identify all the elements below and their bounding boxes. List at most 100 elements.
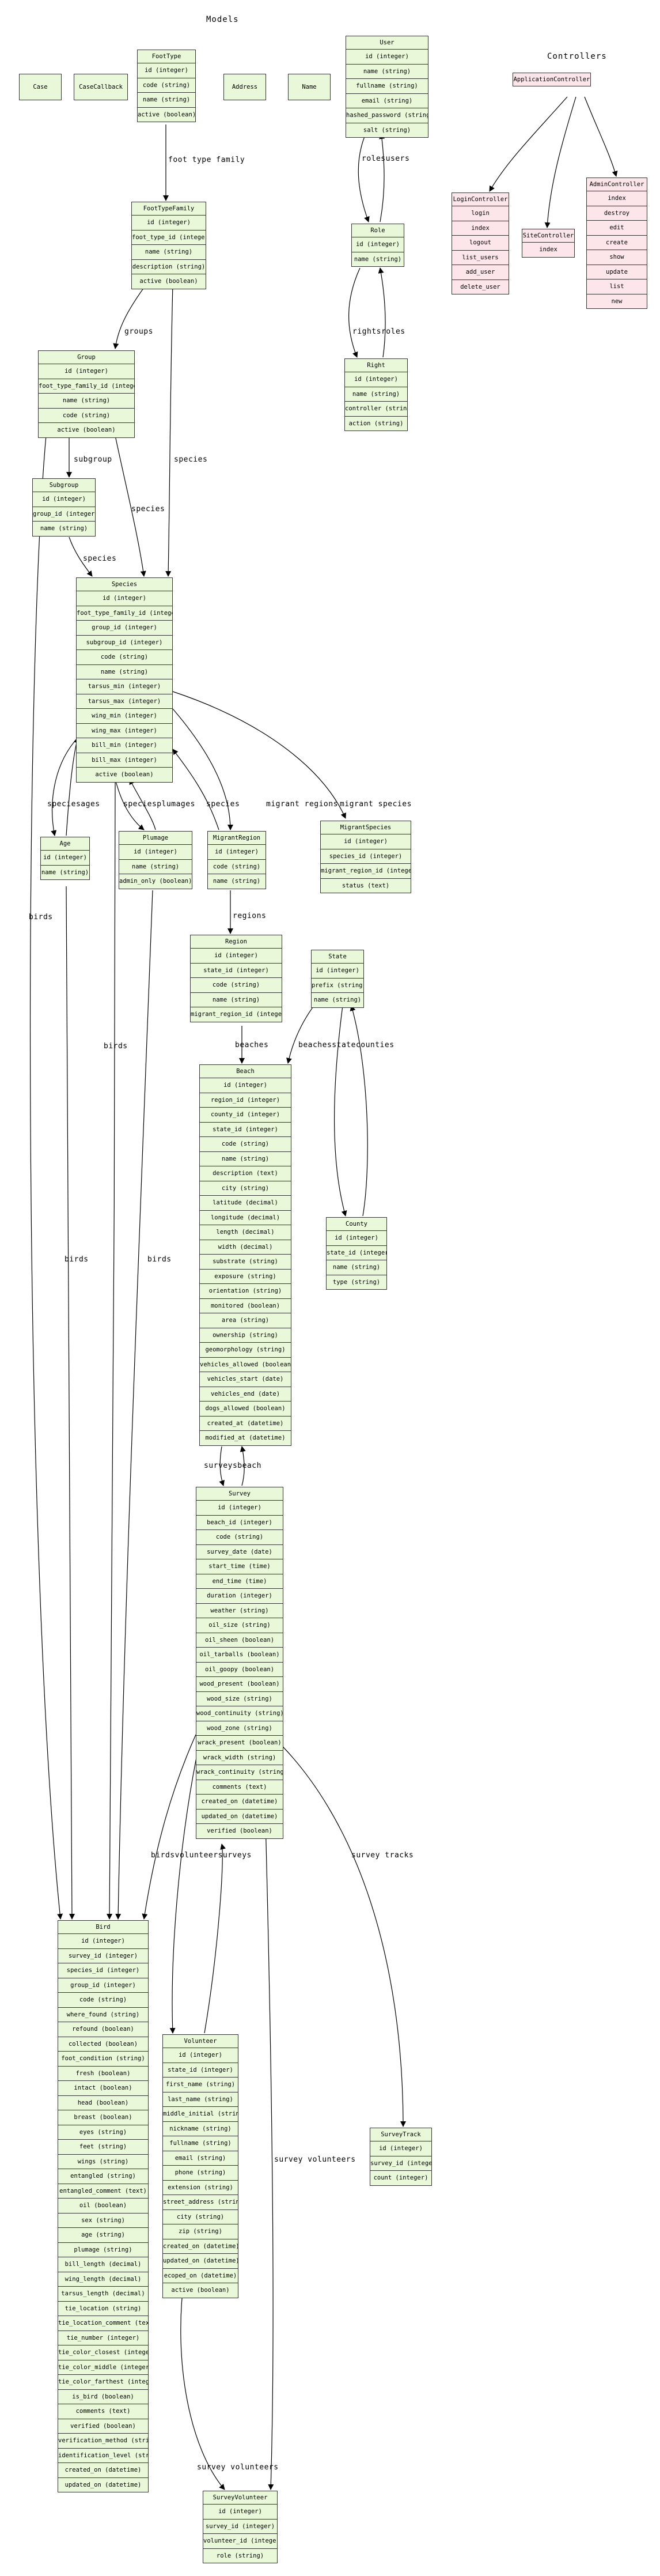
- box-row: status (text): [342, 882, 390, 889]
- edge-volunteer-survey: [204, 1844, 226, 2034]
- box-row: group_id (integer): [33, 507, 95, 522]
- box-row: modified_at (datetime): [205, 1434, 286, 1441]
- box-row: id (integer): [41, 851, 89, 866]
- box-row: destroy: [587, 206, 647, 221]
- edge-label-survey-volunteers-b: survey volunteers: [197, 2463, 279, 2472]
- box-row: migrant_region_id (integer): [191, 1011, 282, 1018]
- box-row: verification_method (string): [58, 2434, 148, 2449]
- box-title: Species: [77, 578, 172, 591]
- edge-label-survey-volunteers-a: survey volunteers: [274, 2155, 356, 2164]
- box-title: Survey: [196, 1487, 283, 1501]
- box-row: monitored (boolean): [200, 1299, 291, 1313]
- box-row: code (string): [58, 1993, 148, 2008]
- box-row: city (string): [163, 2210, 238, 2224]
- edge-label-migrant-species: migrant species: [340, 800, 412, 809]
- box-row: index: [539, 246, 557, 253]
- box-row: orientation (string): [200, 1284, 291, 1299]
- box-row: survey_date (date): [196, 1545, 283, 1559]
- box-row: geomorphology (string): [200, 1343, 291, 1358]
- box-row: first_name (string): [163, 2078, 238, 2092]
- edge-right-role: [378, 267, 386, 358]
- box-row: age (string): [58, 2228, 148, 2243]
- box-row: id (integer): [33, 492, 95, 507]
- box-row: active (boolean): [57, 426, 116, 433]
- box-title: SurveyVolunteer: [203, 2491, 277, 2505]
- box-title: SurveyTrack: [370, 2128, 431, 2141]
- box-row: refound (boolean): [58, 2022, 148, 2037]
- box-row: where_found (string): [58, 2008, 148, 2022]
- edge-app-site: [544, 96, 576, 228]
- box-row: wing_max (integer): [77, 724, 172, 738]
- box-row: bill_max (integer): [77, 753, 172, 768]
- box-row: id (integer): [200, 1078, 291, 1093]
- model-case[interactable]: Case: [19, 74, 62, 100]
- edge-label-rightsroles: rightsroles: [352, 327, 405, 336]
- edge-survey-surveytrack: [270, 1734, 406, 2127]
- edge-species-plumage: [115, 779, 145, 830]
- box-row: ecoped_on (datetime): [163, 2269, 238, 2283]
- box-row: extension (string): [163, 2181, 238, 2195]
- model-name[interactable]: Name: [288, 74, 331, 100]
- box-row: list: [587, 279, 647, 294]
- edge-app-login: [489, 96, 568, 192]
- box-row: id (integer): [370, 2141, 431, 2156]
- box-row: beach_id (integer): [196, 1516, 283, 1530]
- box-row: foot_type_family_id (integer): [39, 379, 134, 394]
- controller-application[interactable]: ApplicationController: [513, 73, 591, 86]
- box-row: name (string): [138, 93, 195, 108]
- box-row: duration (integer): [196, 1589, 283, 1604]
- box-row: type (string): [332, 1278, 381, 1286]
- edge-user-role: [358, 133, 370, 222]
- box-row: identification_level (string): [58, 2449, 148, 2463]
- model-casecallback[interactable]: CaseCallback: [74, 74, 128, 100]
- box-row: street_address (string): [163, 2195, 238, 2210]
- edge-age-species: [66, 737, 79, 836]
- box-row: oil_tarballs (boolean): [196, 1648, 283, 1663]
- box-row: admin_only (boolean): [119, 878, 192, 885]
- box-row: fresh (boolean): [58, 2067, 148, 2081]
- edge-label-migrant-regions: migrant regions: [266, 800, 338, 809]
- box-row: plumage (string): [58, 2243, 148, 2257]
- model-address[interactable]: Address: [223, 74, 266, 100]
- box-title: Beach: [200, 1065, 291, 1078]
- box-row: created_on (datetime): [196, 1795, 283, 1810]
- box-row: city (string): [200, 1181, 291, 1196]
- edge-app-admin: [584, 96, 618, 177]
- edge-label-species-subgroup: species: [83, 554, 117, 563]
- box-row: group_id (integer): [77, 621, 172, 636]
- box-title: County: [327, 1218, 386, 1231]
- edge-survey-bird: [142, 1734, 196, 1920]
- edge-label-birds-species: birds: [104, 1042, 128, 1051]
- box-row: vehicles_end (date): [200, 1387, 291, 1402]
- box-row: edit: [587, 221, 647, 236]
- box-row: name (string): [346, 65, 428, 79]
- box-row: tie_location_comment (text): [58, 2316, 148, 2331]
- box-row: zip (string): [163, 2224, 238, 2239]
- box-row: species_id (integer): [58, 1963, 148, 1978]
- box-row: survey_id (integer): [370, 2156, 431, 2171]
